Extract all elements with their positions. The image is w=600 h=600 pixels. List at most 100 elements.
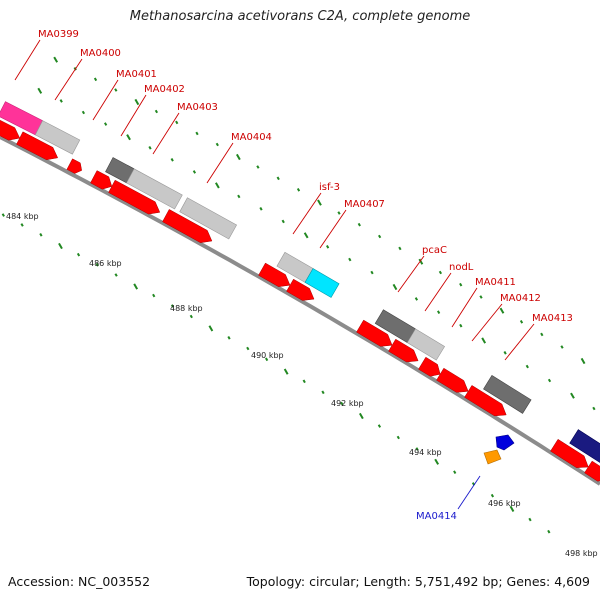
gene-box-cyan[interactable] <box>304 268 340 298</box>
cds-arrow[interactable] <box>0 119 21 141</box>
tick-mark <box>414 297 419 301</box>
gene-box[interactable] <box>406 328 446 361</box>
tick-mark <box>53 56 59 63</box>
tick-mark <box>175 120 179 125</box>
tick-mark <box>303 232 309 239</box>
cds-arrow[interactable] <box>388 338 419 363</box>
tick-mark <box>396 435 400 440</box>
cds-arrow[interactable] <box>286 278 315 301</box>
cds-arrow[interactable] <box>436 367 469 393</box>
gene-label-ma0401[interactable]: MA0401 <box>116 69 157 80</box>
gene-label-ma0402[interactable]: MA0402 <box>144 84 185 95</box>
gene-label-ma0400[interactable]: MA0400 <box>80 48 121 59</box>
tick-mark <box>195 131 199 136</box>
cds-arrow[interactable] <box>584 460 600 482</box>
label-leader-line <box>424 272 452 312</box>
gene-label-isf-3[interactable]: isf-3 <box>319 182 340 193</box>
tick-mark <box>370 270 374 275</box>
gene-arrow-blue[interactable] <box>495 434 515 451</box>
tick-mark <box>276 176 280 181</box>
label-leader-line <box>504 323 535 361</box>
gene-label-ma0413[interactable]: MA0413 <box>532 313 573 324</box>
genome-backbone <box>0 135 600 486</box>
tick-mark <box>170 158 174 162</box>
cds-arrow[interactable] <box>356 319 393 347</box>
tick-mark <box>340 401 344 406</box>
tick-mark <box>326 245 330 249</box>
tick-mark <box>560 345 564 349</box>
kbp-label: 488 kbp <box>170 304 203 313</box>
tick-mark <box>283 368 289 375</box>
tick-mark <box>58 242 63 250</box>
gene-box-dark[interactable] <box>483 374 532 414</box>
tick-mark <box>453 470 457 474</box>
map-title: Methanosarcina acetivorans C2A, complete… <box>129 9 471 24</box>
tick-mark <box>259 207 263 211</box>
gene-label-ma0414[interactable]: MA0414 <box>416 511 457 522</box>
tick-mark <box>499 307 505 314</box>
gene-box[interactable] <box>179 197 238 240</box>
tick-mark <box>148 146 152 150</box>
tick-mark <box>317 199 322 206</box>
tick-mark <box>357 222 361 227</box>
label-leader-line <box>120 94 147 137</box>
tick-mark <box>547 378 552 383</box>
tick-mark <box>93 77 98 82</box>
tick-mark <box>321 390 325 395</box>
tick-mark <box>418 258 424 265</box>
accession-text: Accession: NC_003552 <box>8 574 151 589</box>
gene-box-navy[interactable] <box>569 429 600 467</box>
tick-mark <box>434 458 440 465</box>
gene-label-pcac[interactable]: pcaC <box>422 245 447 256</box>
cds-arrow[interactable] <box>108 179 161 215</box>
gene-label-nodl[interactable]: nodL <box>449 262 474 273</box>
gene-box[interactable] <box>126 168 183 210</box>
gene-label-ma0412[interactable]: MA0412 <box>500 293 541 304</box>
tick-mark <box>437 310 441 314</box>
gene-box[interactable] <box>34 120 81 155</box>
label-leader-line <box>397 255 425 293</box>
tick-mark <box>296 188 301 192</box>
gene-label-ma0399[interactable]: MA0399 <box>38 29 79 40</box>
tick-mark <box>281 219 285 224</box>
cds-arrow[interactable] <box>418 356 441 377</box>
cds-arrow[interactable] <box>258 262 291 287</box>
label-leader-line <box>92 79 119 121</box>
cds-arrow[interactable] <box>90 170 113 190</box>
tick-mark <box>547 529 551 534</box>
backbone-highlight <box>0 135 600 484</box>
cds-arrow[interactable] <box>162 209 213 243</box>
gene-box-orange[interactable] <box>483 449 502 465</box>
tick-mark <box>337 211 341 215</box>
tick-mark <box>528 517 532 522</box>
tick-mark <box>189 314 193 319</box>
cds-arrow[interactable] <box>16 131 59 161</box>
cds-arrow[interactable] <box>66 158 82 174</box>
tick-mark <box>398 246 402 251</box>
gene-label-ma0404[interactable]: MA0404 <box>231 132 272 143</box>
tick-mark <box>39 233 43 237</box>
tick-mark <box>114 88 118 92</box>
kbp-label: 484 kbp <box>6 212 39 221</box>
genome-info-text: Topology: circular; Length: 5,751,492 bp… <box>246 574 590 589</box>
tick-mark <box>59 99 63 103</box>
tick-mark <box>359 412 364 420</box>
tick-mark <box>459 323 463 328</box>
gene-label-ma0411[interactable]: MA0411 <box>475 277 516 288</box>
gene-label-ma0403[interactable]: MA0403 <box>177 102 218 113</box>
tick-mark <box>208 325 214 332</box>
tick-mark <box>256 165 260 169</box>
kbp-label: 494 kbp <box>409 448 442 457</box>
cds-arrow[interactable] <box>464 385 507 417</box>
tick-mark <box>415 447 419 451</box>
gene-label-ma0407[interactable]: MA0407 <box>344 199 385 210</box>
tick-mark <box>503 351 507 355</box>
tick-mark <box>126 134 131 141</box>
cds-arrow[interactable] <box>550 438 589 468</box>
tick-mark <box>525 364 529 369</box>
tick-mark <box>592 406 596 411</box>
tick-mark <box>348 257 352 262</box>
